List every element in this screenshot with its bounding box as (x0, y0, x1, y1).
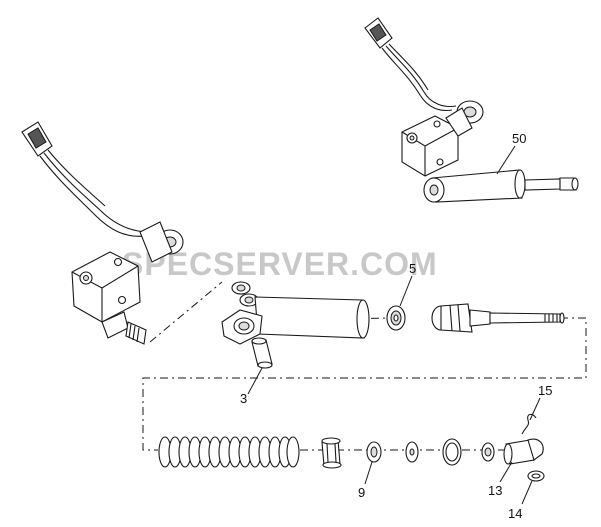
callout-50: 50 (512, 131, 526, 146)
snap-ring (442, 438, 462, 466)
leader-14 (521, 480, 533, 505)
callout-14: 14 (508, 506, 522, 521)
callout-5: 5 (409, 261, 416, 276)
piston-rod (431, 303, 565, 333)
ring-14 (527, 470, 545, 482)
nut (481, 442, 495, 462)
leader-9 (364, 461, 373, 485)
leader-5 (399, 275, 413, 307)
assembly-line-2 (142, 317, 587, 451)
callout-15: 15 (538, 383, 552, 398)
seal-5 (386, 305, 406, 331)
assembly-line-1 (149, 281, 223, 343)
bushing-3 (251, 337, 273, 369)
flat-washer (405, 441, 419, 463)
leader-13 (499, 461, 513, 483)
spring-retainer (321, 437, 342, 469)
callout-9: 9 (358, 485, 365, 500)
leader-15 (529, 397, 541, 421)
leader-3 (247, 367, 263, 395)
callout-13: 13 (488, 483, 502, 498)
switch-assembly (21, 121, 184, 345)
assembled-unit-50 (364, 17, 579, 203)
callout-3: 3 (240, 391, 247, 406)
pin-15 (521, 413, 537, 435)
cylinder-part (221, 281, 370, 345)
washer-9 (366, 441, 382, 463)
spring (158, 436, 300, 468)
leader-50 (496, 145, 516, 175)
clevis-13 (503, 438, 544, 465)
